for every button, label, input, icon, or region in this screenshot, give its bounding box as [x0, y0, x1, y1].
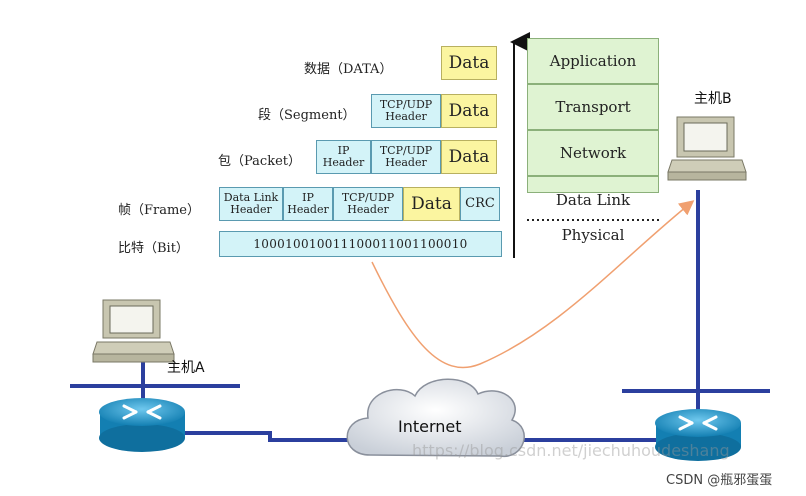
bit-stream-block: 10001001001110001100110001​0 [219, 231, 502, 257]
data-block: Data [403, 187, 460, 221]
host-b-label: 主机B [694, 91, 732, 107]
computer-a-icon [92, 299, 175, 363]
router-b-icon [655, 409, 741, 461]
pdu-label-bit: 比特（Bit） [118, 241, 189, 256]
crc-block: CRC [460, 187, 500, 221]
data-block: Data [441, 94, 497, 128]
watermark-url: https://blog.csdn.net/jiechuhoudeshang [412, 441, 730, 460]
layer-network: Network [527, 130, 659, 176]
ip-header-block: IP Header [316, 140, 371, 174]
data-link-header-block: Data Link Header [219, 187, 283, 221]
computer-b-icon [667, 116, 747, 181]
layer-data-link-box [527, 176, 659, 193]
pdu-label-frame: 帧（Frame） [118, 203, 201, 218]
layer-physical-label: Physical [561, 226, 625, 244]
network-links [70, 190, 770, 442]
layer-transport: Transport [527, 84, 659, 130]
tcp-udp-header-block: TCP/UDP Header [371, 140, 441, 174]
transmission-arrow [371, 200, 695, 369]
internet-label: Internet [398, 417, 462, 436]
data-block: Data [441, 140, 497, 174]
pdu-label-segment: 段（Segment） [258, 108, 356, 123]
internet-cloud-icon [346, 378, 525, 457]
pdu-label-data: 数据（DATA） [304, 62, 393, 77]
tcp-udp-header-block: TCP/UDP Header [333, 187, 403, 221]
layer-application: Application [527, 38, 659, 84]
layer-data-link-label: Data Link [555, 191, 631, 209]
csdn-credit: CSDN @瓶邪蛋蛋 [666, 473, 773, 488]
data-block: Data [441, 46, 497, 80]
router-a-icon [99, 398, 185, 452]
ip-header-block: IP Header [283, 187, 333, 221]
pdu-label-packet: 包（Packet） [218, 154, 301, 169]
host-a-label: 主机A [167, 360, 205, 376]
tcp-udp-header-block: TCP/UDP Header [371, 94, 441, 128]
